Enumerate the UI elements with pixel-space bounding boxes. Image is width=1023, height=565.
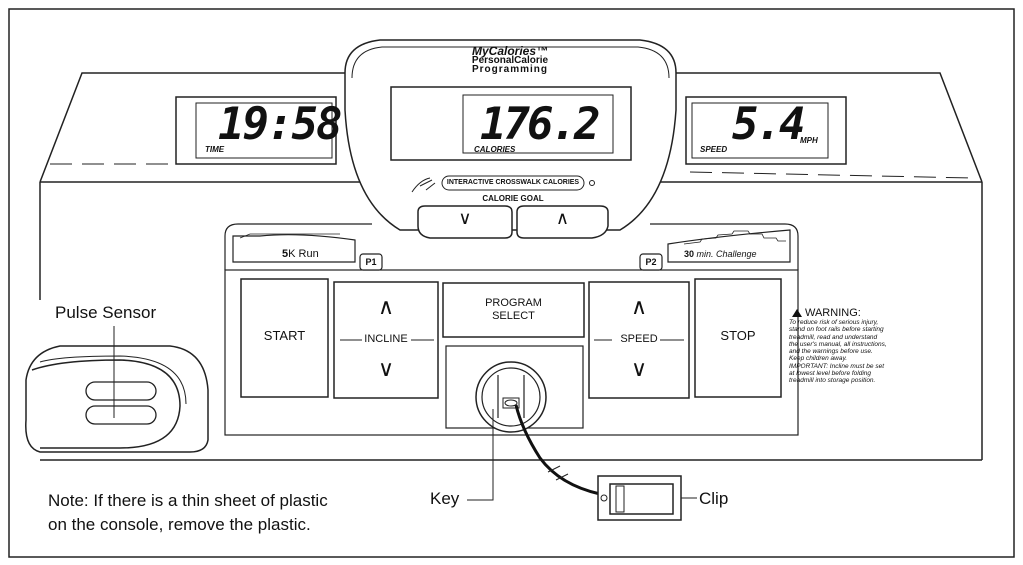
pulse-sensor-grip[interactable] [25, 345, 209, 453]
program-p1-badge [359, 253, 383, 271]
calories-label: CALORIES [474, 145, 516, 154]
speed-value: 5.4 [732, 99, 806, 150]
note-line-2: on the console, remove the plastic. [48, 515, 311, 534]
key-leader [467, 409, 494, 501]
stop-button[interactable] [694, 278, 782, 398]
diagram-frame [8, 8, 1015, 558]
key-cord [514, 404, 601, 496]
brand-logo: MyCalories™ PersonalCalorie Programming [430, 44, 590, 75]
calorie-goal-up-button[interactable] [516, 205, 609, 239]
warning-line: To reduce risk of serious injury, [789, 319, 879, 326]
warning-icon [792, 309, 802, 317]
speed-display-frame [685, 96, 847, 165]
start-label[interactable]: START [263, 328, 306, 343]
crosswalk-badge-text: INTERACTIVE CROSSWALK CALORIES [446, 179, 580, 186]
program-p2-name-bold: 30 [684, 249, 695, 259]
brand-line-3: Programming [471, 64, 548, 75]
plastic-note: Note: If there is a thin sheet of plasti… [48, 489, 328, 537]
warning-line: treadmill, read and understand [789, 333, 878, 341]
program-select-line-2: SELECT [492, 310, 535, 322]
calories-display-frame [390, 86, 632, 161]
speed-unit: MPH [800, 136, 818, 145]
warning-title: WARNING: [805, 307, 861, 319]
warning-line: and the warnings before use. [789, 348, 873, 356]
safety-clip[interactable] [597, 475, 682, 521]
incline-up-button[interactable]: ∧ [377, 294, 395, 319]
key-callout: Key [430, 489, 460, 508]
program-p2-badge-text: P2 [645, 257, 657, 267]
incline-down-button[interactable]: ∨ [377, 356, 395, 381]
brand-line-1: MyCalories™ [471, 44, 549, 58]
warning-text: WARNING: To reduce risk of serious injur… [789, 308, 919, 385]
program-p2-name: 30 min. Challenge [684, 249, 757, 259]
brand-line-2: PersonalCalorie [471, 55, 549, 66]
calorie-goal-down-button[interactable] [417, 205, 513, 239]
key-slot[interactable] [475, 361, 547, 433]
pulse-sensor-callout: Pulse Sensor [55, 303, 157, 322]
time-display-frame [175, 96, 337, 165]
incline-label: INCLINE [364, 333, 408, 345]
program-select-label[interactable]: PROGRAM SELECT [443, 297, 584, 323]
warning-line: stand on foot rails before starting [789, 326, 884, 334]
speed-label: SPEED [700, 145, 728, 154]
time-value: 19:58 [218, 99, 342, 150]
calorie-goal-down-icon[interactable]: ∨ [458, 208, 472, 228]
start-button[interactable] [240, 278, 329, 398]
speed-up-button[interactable]: ∧ [630, 294, 648, 319]
warning-line: treadmill into storage position. [789, 377, 876, 385]
warning-line: Keep children away. [789, 355, 848, 363]
program-p2-tab[interactable] [667, 229, 791, 263]
crosswalk-badge [441, 175, 585, 191]
program-p1-name-bold: 5 [282, 248, 289, 260]
warning-line: at lowest level before folding [789, 370, 872, 378]
calorie-goal-up-icon[interactable]: ∧ [555, 208, 570, 228]
calories-value: 176.2 [480, 99, 600, 150]
calorie-goal-label: CALORIE GOAL [482, 194, 544, 203]
walker-logo-icon [411, 177, 436, 193]
time-label: TIME [205, 145, 225, 154]
console-outline [39, 72, 983, 461]
clip-callout: Clip [699, 489, 729, 508]
warning-line: IMPORTANT: Incline must be set [789, 362, 884, 370]
speed-label: SPEED [620, 333, 658, 345]
warning-line: the user's manual, all instructions, [789, 340, 887, 348]
program-p1-name: 5K Run [282, 248, 319, 260]
indicator-light-icon [589, 180, 595, 186]
program-p1-badge-text: P1 [365, 257, 377, 267]
speed-down-button[interactable]: ∨ [630, 356, 648, 381]
note-line-1: Note: If there is a thin sheet of plasti… [48, 491, 328, 510]
program-select-button[interactable] [442, 282, 585, 338]
program-p1-tab[interactable] [232, 233, 356, 263]
program-select-line-1: PROGRAM [485, 297, 542, 309]
program-p1-name-rest: K Run [288, 248, 319, 260]
program-p2-badge [639, 253, 663, 271]
program-p2-name-rest: min. Challenge [694, 249, 757, 259]
stop-label[interactable]: STOP [720, 328, 756, 343]
